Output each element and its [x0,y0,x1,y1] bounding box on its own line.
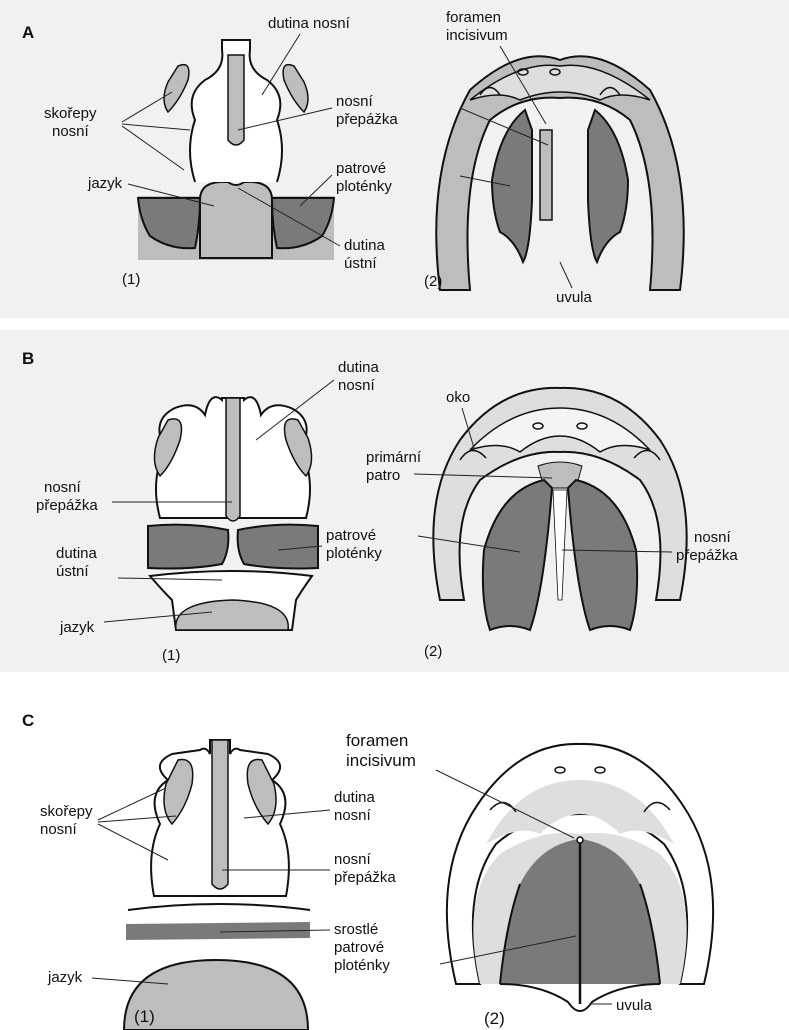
coronal-section-b [148,397,318,630]
label-nosni-prepazka-r1: nosní [694,529,732,546]
label-skorepy-2: nosní [52,123,90,140]
palatal-shelf-left [148,525,228,569]
label-primarni-2: patro [366,467,400,484]
label-dutina-nosni: dutina nosní [268,15,351,32]
sub-label-2: (2) [424,273,442,290]
label-foramen-2: incisivum [446,27,508,44]
panel-letter: C [22,711,34,730]
label-patrove-2: ploténky [336,178,392,195]
label-oko: oko [446,389,470,406]
label-skorepy-1: skořepy [44,105,97,122]
nasal-septum [212,740,228,889]
nasal-concha-right [283,65,308,112]
panel-b: B dutina nosní nosní přepážka patrové pl… [0,330,789,672]
palatal-shelf-right-view [588,110,628,262]
palatal-shelf-right [238,525,318,569]
label-uvula: uvula [616,997,653,1014]
palate-view-b [433,388,686,630]
sub-label-1: (1) [134,1007,155,1026]
label-patrove-1: patrové [336,160,386,177]
label-dutina-ustni-2: ústní [56,563,89,580]
label-dutina-nosni-1: dutina [338,359,380,376]
label-dutina-nosni-1: dutina [334,789,376,806]
sub-label-2: (2) [484,1009,505,1028]
label-nosni-prepazka-r2: přepážka [676,547,738,564]
palatal-shelf-left-view [483,480,552,630]
label-foramen-1: foramen [446,9,501,26]
palate-view-a [436,56,684,290]
label-jazyk: jazyk [47,969,83,986]
tongue [200,182,272,258]
label-foramen-2: incisivum [346,751,416,770]
label-patrove-1: patrové [326,527,376,544]
panel-a: A dutina nosní skořepy nosní nosní přepá [0,0,789,318]
sub-label-1: (1) [162,647,180,664]
palatal-shelf-left-view [492,110,532,262]
palate-view-c [447,744,713,1011]
label-dutina-nosni-2: nosní [338,377,376,394]
nasal-septum [228,55,244,145]
label-nosni-prepazka-2: přepážka [334,869,396,886]
label-dutina-ustni-2: ústní [344,255,377,272]
label-nosni-prepazka-2: přepážka [336,111,398,128]
panel-c: C skořepy nosní dutina nosní nosní přepá… [0,684,789,1030]
label-nosni-prepazka-1: nosní [334,851,372,868]
label-nosni-prepazka-1: nosní [336,93,374,110]
label-srostle-3: ploténky [334,957,390,974]
label-uvula: uvula [556,289,593,306]
label-jazyk: jazyk [59,619,95,636]
label-dutina-ustni-1: dutina [56,545,98,562]
nasal-floor [128,904,310,910]
sub-label-2: (2) [424,643,442,660]
label-foramen-1: foramen [346,731,408,750]
nasal-septum-view [540,130,552,220]
label-dutina-nosni-2: nosní [334,807,372,824]
label-skorepy-1: skořepy [40,803,93,820]
label-dutina-ustni-1: dutina [344,237,386,254]
panel-letter: A [22,23,34,42]
coronal-section-a [138,40,334,260]
label-primarni-1: primární [366,449,422,466]
label-nosni-prepazka-2: přepážka [36,497,98,514]
panel-letter: B [22,349,34,368]
nasal-concha-left [164,65,189,112]
coronal-section-c [124,740,310,1030]
sub-label-1: (1) [122,271,140,288]
nasal-septum [226,398,240,521]
panel-c-figure: C skořepy nosní dutina nosní nosní přepá… [0,684,789,1030]
label-srostle-1: srostlé [334,921,378,938]
label-patrove-2: ploténky [326,545,382,562]
label-skorepy-2: nosní [40,821,78,838]
nasal-septum-view [553,490,567,600]
foramen-incisivum-mark [577,837,583,843]
label-srostle-2: patrové [334,939,384,956]
panel-a-figure: A dutina nosní skořepy nosní nosní přepá [0,0,789,318]
label-jazyk: jazyk [87,175,123,192]
label-nosni-prepazka-1: nosní [44,479,82,496]
palatal-shelf-right-view [568,480,637,630]
panel-b-figure: B dutina nosní nosní přepážka patrové pl… [0,330,789,672]
